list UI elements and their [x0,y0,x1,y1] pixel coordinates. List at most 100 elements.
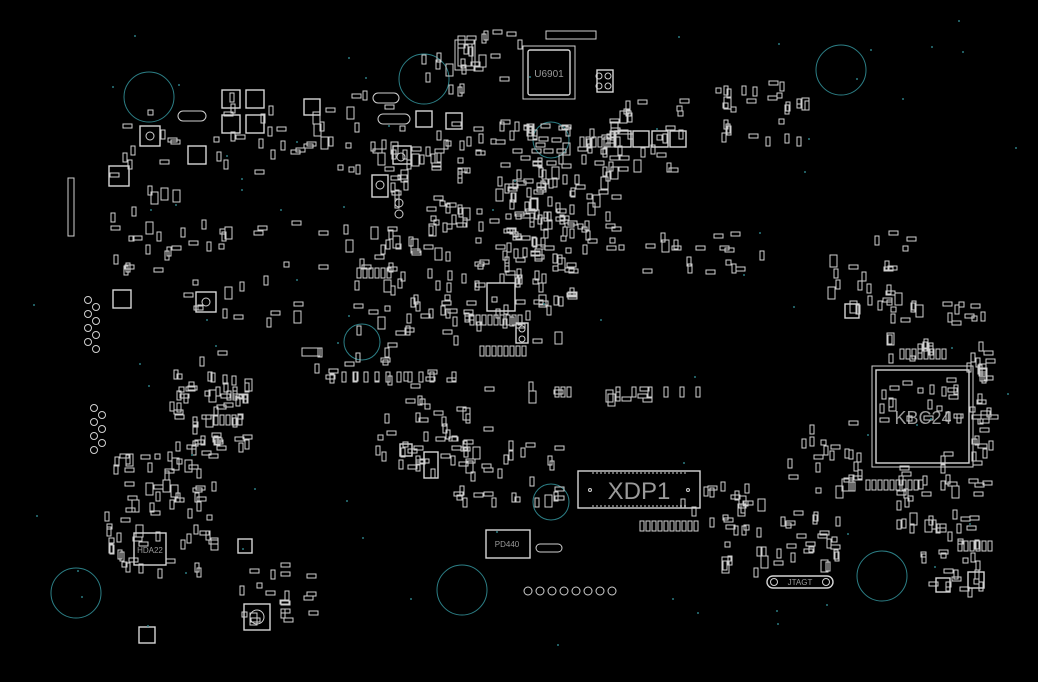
smd-pad [108,543,114,554]
smd-pad [280,140,286,151]
smd-pad [526,187,532,198]
smd-pad [223,111,234,117]
via [77,570,79,572]
smd-pad [368,309,379,315]
smd-pad [427,268,433,279]
smd-pad [184,459,193,473]
smd-pad [451,371,457,382]
smd-pad [387,342,398,348]
smd-pad [511,314,517,326]
smd-pad [445,429,451,440]
smd-pad [835,485,844,499]
smd-pad [191,445,197,456]
smd-pad [140,454,151,460]
smd-pad [987,540,993,552]
pd440-component[interactable]: PD440 [485,529,531,559]
smd-pad [206,241,212,252]
smd-pad [293,301,304,307]
mount-hole [50,567,102,619]
via [969,523,971,525]
smd-pad [516,169,522,180]
smd-pad-field [104,29,999,626]
smd-pad [171,245,182,251]
via [931,46,933,48]
smd-pad [902,380,913,386]
smd-pad [325,374,336,380]
smd-pad [607,393,616,407]
smd-pad [156,231,162,242]
smd-pad [554,445,565,451]
via [337,342,339,344]
via [656,128,658,130]
smd-pad [283,617,294,623]
smd-pad [457,204,463,215]
smd-pad [216,445,227,451]
smd-pad [547,455,553,466]
smd-pad [786,543,797,549]
smd-pad [230,131,236,142]
smd-pad [850,481,856,492]
smd-pad [663,386,669,398]
smd-pad [671,245,682,251]
smd-pad [222,308,228,319]
smd-pad [308,610,319,616]
via [365,77,367,79]
smd-pad [270,569,276,580]
smd-pad [423,431,429,442]
u6901-component[interactable]: U6901 [522,45,576,100]
smd-pad [380,244,386,255]
smd-pad [695,245,706,251]
smd-pad [408,236,414,247]
smd-pad [979,418,990,424]
smd-pad [443,139,449,150]
hda22-label: HDA22 [137,546,163,555]
smd-pad [619,110,628,124]
smd-pad [928,581,939,587]
smd-pad [957,540,963,552]
smd-pad [951,576,962,582]
hda22-component[interactable]: HDA22 [133,532,167,566]
smd-pad [210,372,216,383]
smd-pad [528,381,534,392]
smd-pad [512,148,523,154]
smd-pad [899,465,910,471]
smd-pad [979,368,988,382]
smd-pad [602,147,608,158]
smd-pad [159,159,170,165]
smd-pad [169,499,175,510]
smd-pad [709,517,715,528]
smd-pad [534,254,545,260]
mount-hole [532,483,570,521]
smd-pad [325,107,336,113]
smd-pad [461,273,467,284]
smd-pad [715,87,722,94]
smd-pad [395,243,402,250]
smd-pad [483,426,494,432]
smd-pad [525,442,536,448]
via [33,304,35,306]
via [778,43,780,45]
smd-pad [125,507,136,513]
smd-pad [233,314,244,320]
smd-pad [514,211,525,217]
smd-pad [881,389,887,400]
smd-pad [557,257,566,271]
jtag1-connector[interactable]: JTAGT [766,575,834,589]
smd-pad [947,312,953,323]
smd-pad [520,447,526,458]
smd-pad [605,211,611,222]
smd-pad [896,490,907,496]
smd-pad [470,61,481,67]
smd-pad [205,414,214,428]
smd-pad [219,228,226,235]
xdp1-connector[interactable]: XDP1 [577,470,701,509]
via [808,138,810,140]
smd-pad [906,415,913,422]
smd-pad [852,475,863,481]
smd-pad [895,479,901,491]
smd-pad [217,350,228,356]
smd-pad [675,520,681,532]
smd-pad [114,456,120,467]
kbc24-component[interactable]: KBC24 [871,365,974,468]
